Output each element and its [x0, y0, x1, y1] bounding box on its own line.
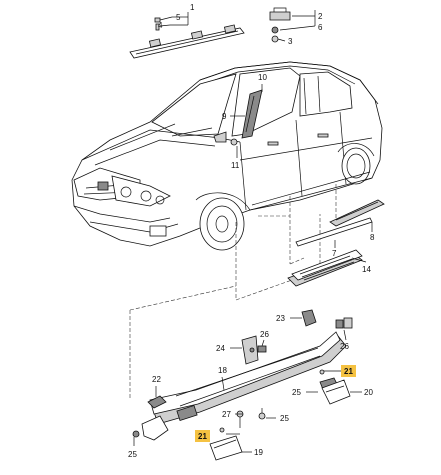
callout-22: 22 [152, 375, 161, 384]
callout-23: 23 [276, 314, 285, 323]
nut-3-part [271, 26, 279, 43]
callout-25a: 25 [128, 450, 137, 459]
callout-25b: 25 [280, 414, 289, 423]
clip-23-part [301, 309, 317, 327]
callout-2: 2 [318, 12, 323, 21]
callout-21a-highlight [341, 365, 356, 377]
callout-6: 6 [318, 23, 323, 32]
screw-27-part [236, 410, 244, 428]
scuff-plate-part [287, 249, 363, 287]
callout-26a: 26 [260, 330, 269, 339]
callout-1: 1 [190, 3, 195, 12]
end-cap-rear-part [319, 369, 351, 405]
callout-7: 7 [332, 249, 337, 258]
screw-25b-part [258, 408, 266, 420]
callout-4: 4 [158, 21, 163, 30]
callout-21b-highlight [195, 430, 210, 442]
clip-26b-part [335, 317, 353, 329]
clip-26a-part [257, 345, 267, 353]
callout-21a: 21 [344, 367, 353, 376]
callout-11: 11 [231, 161, 240, 170]
callout-24: 24 [216, 344, 225, 353]
callout-9: 9 [222, 112, 227, 121]
bracket-24-part [241, 335, 259, 365]
callout-3: 3 [288, 37, 293, 46]
callout-21b: 21 [198, 432, 207, 441]
end-cap-lower-part [209, 427, 243, 461]
callout-5: 5 [176, 13, 181, 22]
callout-19: 19 [254, 448, 263, 457]
callout-18: 18 [218, 366, 227, 375]
roof-clip-2-part [269, 7, 291, 21]
end-cap-front-part [132, 395, 169, 441]
pillar-trim-part [230, 89, 263, 146]
callout-8: 8 [370, 233, 375, 242]
callout-14: 14 [362, 265, 371, 274]
callout-10: 10 [258, 73, 267, 82]
car-body [71, 61, 383, 251]
sill-strip-8-part [329, 199, 385, 227]
callout-27: 27 [222, 410, 231, 419]
roof-molding-part [129, 24, 245, 59]
callout-26b: 26 [340, 342, 349, 351]
callout-25c: 25 [292, 388, 301, 397]
side-skirt-part [149, 331, 347, 425]
callout-20: 20 [364, 388, 373, 397]
